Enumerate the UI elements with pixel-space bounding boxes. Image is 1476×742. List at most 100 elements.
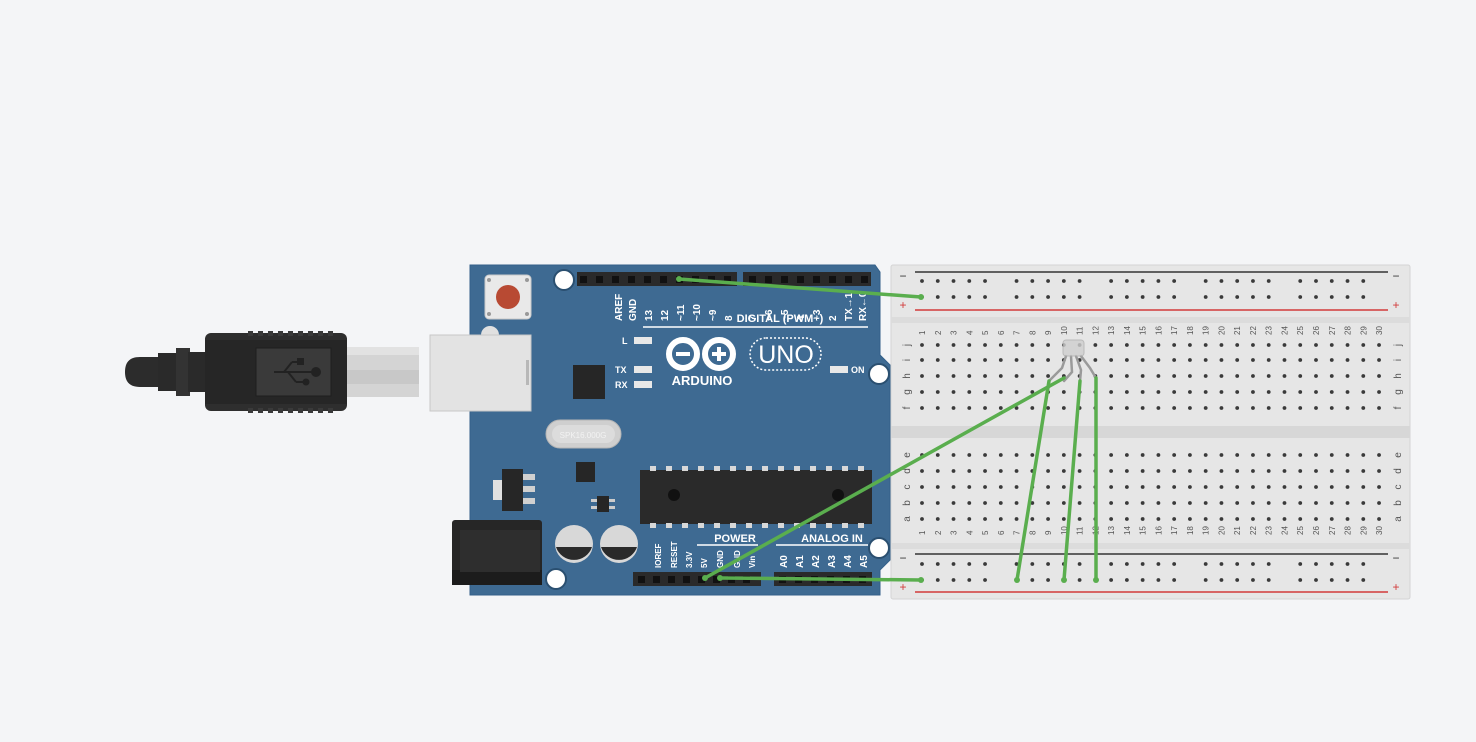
breadboard-hole[interactable] (1156, 501, 1161, 505)
breadboard-hole[interactable] (1140, 501, 1145, 505)
breadboard-hole[interactable] (1219, 453, 1224, 457)
breadboard-hole[interactable] (1361, 517, 1366, 521)
header-pin-hole[interactable] (797, 276, 804, 283)
header-pin-hole[interactable] (628, 276, 635, 283)
breadboard-hole[interactable] (1140, 453, 1145, 457)
rail-hole[interactable] (1172, 279, 1177, 283)
rail-hole[interactable] (935, 578, 940, 582)
breadboard-hole[interactable] (1203, 343, 1208, 347)
breadboard-hole[interactable] (1235, 485, 1240, 489)
breadboard-hole[interactable] (1188, 358, 1192, 362)
breadboard-hole[interactable] (1109, 358, 1114, 362)
breadboard-hole[interactable] (1219, 517, 1224, 521)
rail-hole[interactable] (1077, 295, 1082, 299)
breadboard-hole[interactable] (1361, 406, 1366, 410)
breadboard-hole[interactable] (935, 469, 940, 473)
breadboard-hole[interactable] (1345, 343, 1350, 347)
breadboard-hole[interactable] (1188, 343, 1192, 347)
breadboard-hole[interactable] (1140, 374, 1145, 378)
header-pin-hole[interactable] (749, 276, 756, 283)
breadboard-hole[interactable] (935, 485, 940, 489)
breadboard-hole[interactable] (1298, 374, 1303, 378)
rail-hole[interactable] (1030, 295, 1035, 299)
breadboard-hole[interactable] (1251, 469, 1255, 473)
breadboard-hole[interactable] (935, 453, 940, 457)
breadboard-hole[interactable] (1361, 485, 1366, 489)
rail-hole[interactable] (1235, 578, 1240, 582)
breadboard-hole[interactable] (1377, 343, 1381, 347)
usb-cable[interactable] (125, 331, 419, 413)
breadboard-hole[interactable] (1361, 501, 1366, 505)
breadboard-hole[interactable] (1266, 343, 1271, 347)
breadboard-hole[interactable] (1314, 501, 1318, 505)
breadboard-hole[interactable] (951, 517, 956, 521)
breadboard-hole[interactable] (1046, 374, 1050, 378)
digital-header[interactable] (577, 272, 871, 286)
rail-hole[interactable] (1329, 295, 1334, 299)
rail-hole[interactable] (951, 562, 956, 566)
breadboard-hole[interactable] (1266, 501, 1271, 505)
breadboard-hole[interactable] (1172, 406, 1177, 410)
breadboard-hole[interactable] (1345, 406, 1350, 410)
breadboard-hole[interactable] (1314, 517, 1318, 521)
usb-port[interactable] (429, 326, 532, 412)
breadboard-hole[interactable] (1172, 517, 1177, 521)
header-pin-hole[interactable] (861, 276, 868, 283)
rail-hole[interactable] (1251, 279, 1255, 283)
rail-hole[interactable] (1030, 279, 1035, 283)
breadboard-hole[interactable] (1298, 406, 1303, 410)
breadboard-hole[interactable] (1140, 517, 1145, 521)
rail-hole[interactable] (1077, 578, 1082, 582)
breadboard-hole[interactable] (1266, 469, 1271, 473)
breadboard-hole[interactable] (1235, 390, 1240, 394)
breadboard-hole[interactable] (1124, 469, 1129, 473)
breadboard-hole[interactable] (951, 501, 956, 505)
breadboard-hole[interactable] (983, 469, 987, 473)
breadboard-hole[interactable] (998, 485, 1003, 489)
breadboard-hole[interactable] (1014, 501, 1019, 505)
breadboard-hole[interactable] (1266, 406, 1271, 410)
header-pin-hole[interactable] (813, 276, 820, 283)
breadboard-hole[interactable] (1314, 406, 1318, 410)
wires[interactable] (677, 277, 1098, 582)
breadboard-hole[interactable] (920, 358, 924, 362)
power-jack[interactable] (452, 520, 542, 585)
breadboard-hole[interactable] (1156, 485, 1161, 489)
breadboard-hole[interactable] (1377, 501, 1381, 505)
breadboard-hole[interactable] (951, 406, 956, 410)
rail-hole[interactable] (1266, 279, 1271, 283)
breadboard-hole[interactable] (1172, 453, 1177, 457)
breadboard-hole[interactable] (1124, 343, 1129, 347)
header-pin-hole[interactable] (644, 276, 651, 283)
rail-hole[interactable] (1298, 279, 1303, 283)
breadboard-hole[interactable] (1266, 374, 1271, 378)
breadboard-hole[interactable] (920, 469, 924, 473)
breadboard-hole[interactable] (1093, 358, 1098, 362)
breadboard-hole[interactable] (967, 390, 972, 394)
breadboard-hole[interactable] (1109, 453, 1114, 457)
rail-hole[interactable] (1156, 279, 1161, 283)
breadboard-hole[interactable] (1251, 343, 1255, 347)
rail-hole[interactable] (1251, 562, 1255, 566)
breadboard-hole[interactable] (1124, 501, 1129, 505)
breadboard-hole[interactable] (1172, 343, 1177, 347)
breadboard-hole[interactable] (1172, 374, 1177, 378)
breadboard-hole[interactable] (951, 453, 956, 457)
breadboard-hole[interactable] (1140, 358, 1145, 362)
breadboard-hole[interactable] (1188, 406, 1192, 410)
breadboard-hole[interactable] (1251, 501, 1255, 505)
rgb-led[interactable] (1047, 339, 1098, 383)
rail-hole[interactable] (1140, 578, 1145, 582)
rail-hole[interactable] (1251, 295, 1255, 299)
breadboard-hole[interactable] (1061, 453, 1066, 457)
header-pin-hole[interactable] (668, 576, 675, 583)
rail-hole[interactable] (1172, 562, 1177, 566)
rail-hole[interactable] (1046, 295, 1050, 299)
rail-hole[interactable] (1014, 295, 1019, 299)
rail-hole[interactable] (1030, 578, 1035, 582)
rail-hole[interactable] (1203, 279, 1208, 283)
reset-button[interactable] (484, 274, 532, 320)
breadboard-hole[interactable] (1377, 453, 1381, 457)
breadboard-hole[interactable] (1203, 501, 1208, 505)
